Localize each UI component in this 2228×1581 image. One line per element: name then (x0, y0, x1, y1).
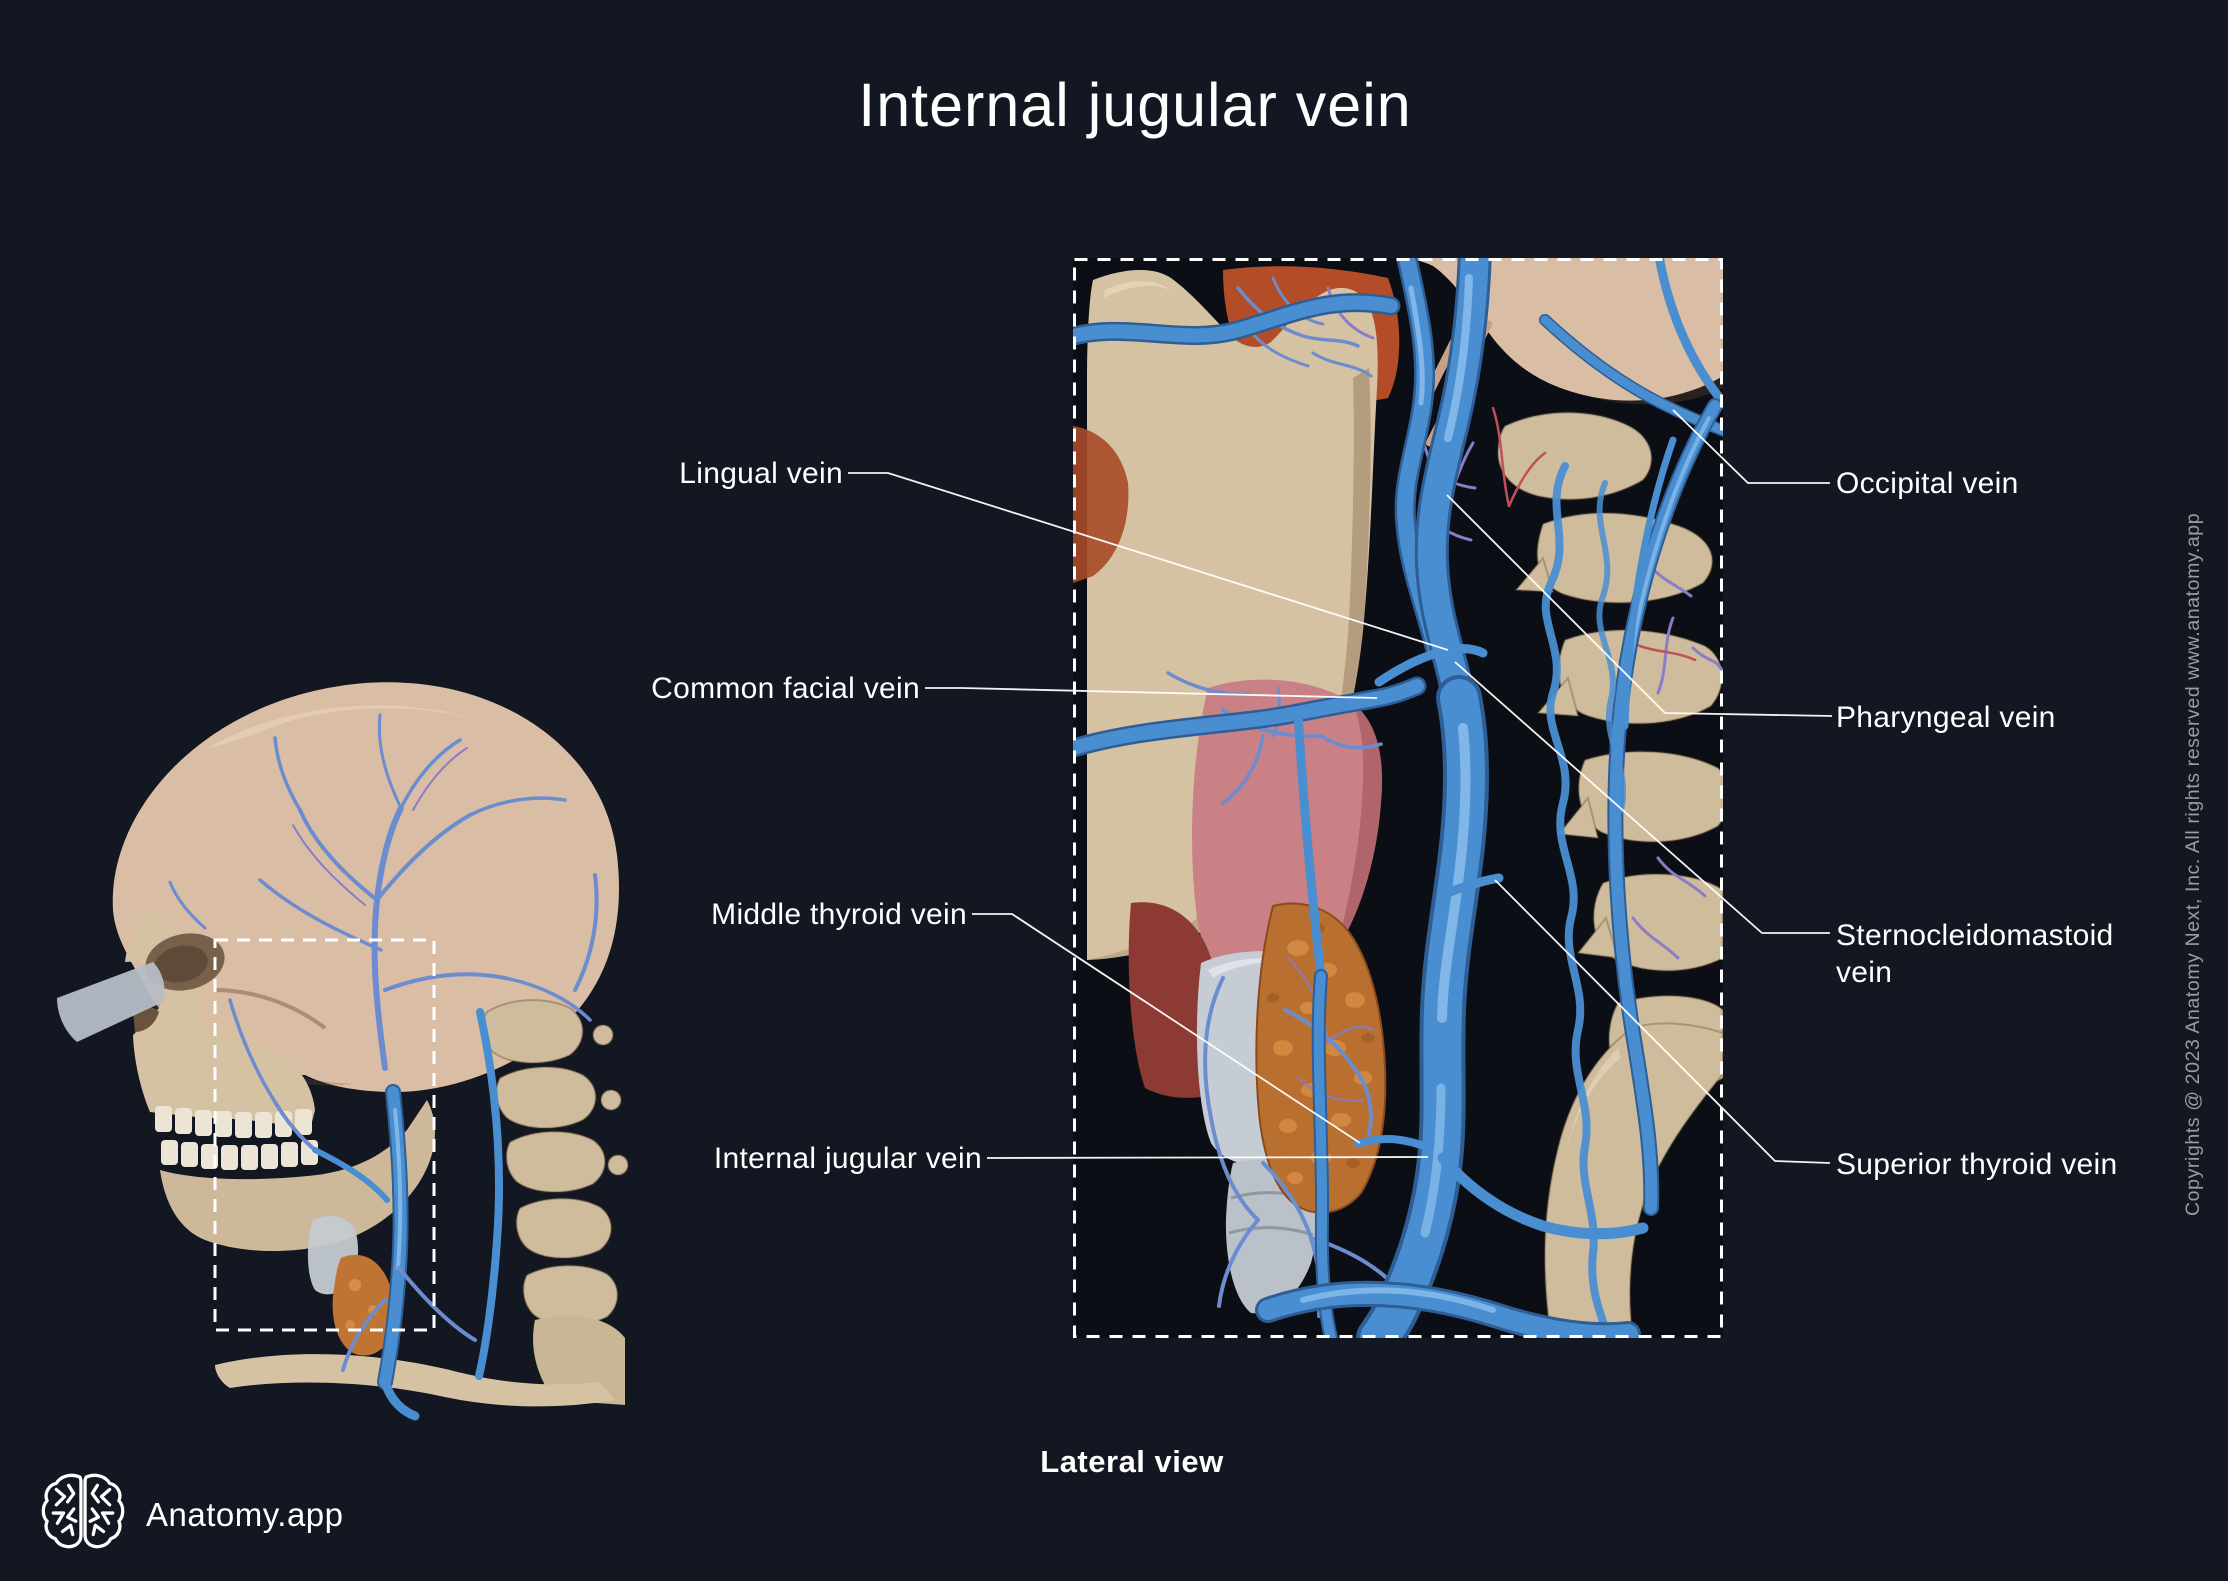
shoulder-girdle-thumbnail (215, 1315, 625, 1407)
lingual-vein-vessel (1374, 644, 1488, 687)
major-veins (1073, 258, 1723, 1338)
mandible-thumbnail (160, 1100, 435, 1252)
middle-thyroid-vein-vessel (1354, 1135, 1433, 1152)
label-common-facial-vein: Common facial vein (651, 672, 920, 705)
anatomy-figure-main (1073, 258, 1723, 1338)
nasal-cartilage (57, 962, 165, 1042)
label-lingual-vein: Lingual vein (679, 457, 843, 490)
superior-thyroid-vein-vessel (1440, 873, 1504, 899)
common-facial-vein-vessel (1073, 679, 1424, 756)
leader-internal-jugular-vein (986, 1156, 1429, 1159)
neck-veins-thumbnail (312, 1008, 503, 1421)
view-caption: Lateral view (1040, 1444, 1224, 1479)
label-internal-jugular-vein: Internal jugular vein (713, 1142, 982, 1175)
leader-pharyngeal-vein (1446, 494, 1833, 717)
facial-vein-vessel (1073, 295, 1398, 344)
superficial-veins-thumbnail (168, 713, 599, 1152)
label-sternocleidomastoid-vein: Sternocleidomastoid vein (1836, 919, 2114, 989)
app-name: Anatomy.app (146, 1496, 344, 1533)
pharynx-muscle (1192, 679, 1383, 994)
leader-middle-thyroid-vein (972, 913, 1361, 1144)
anatomy-figure-thumbnail (57, 682, 629, 1421)
zoom-region-box (213, 938, 436, 1332)
leader-lingual-vein (848, 472, 1449, 651)
leader-superior-thyroid-vein (1494, 879, 1831, 1164)
label-superior-thyroid-vein: Superior thyroid vein (1836, 1148, 2118, 1181)
label-occipital-vein: Occipital vein (1836, 467, 2019, 500)
teeth (155, 1106, 318, 1170)
copyright-text: Copyrights @ 2023 Anatomy Next, Inc. All… (2182, 512, 2204, 1216)
leader-common-facial-vein (925, 687, 1378, 699)
brain-logo-icon (41, 1473, 125, 1549)
deep-neck-muscle (1128, 902, 1219, 1098)
leader-occipital-vein (1672, 409, 1830, 484)
figure-border (1073, 258, 1723, 1338)
occipital-vein-vessel (1540, 315, 1723, 436)
skull-thumbnail (57, 682, 620, 1252)
page-title: Internal jugular vein (858, 71, 1412, 139)
label-pharyngeal-vein: Pharyngeal vein (1836, 701, 2056, 734)
label-middle-thyroid-vein: Middle thyroid vein (711, 898, 967, 931)
leader-sternocleidomastoid-vein (1454, 661, 1830, 934)
